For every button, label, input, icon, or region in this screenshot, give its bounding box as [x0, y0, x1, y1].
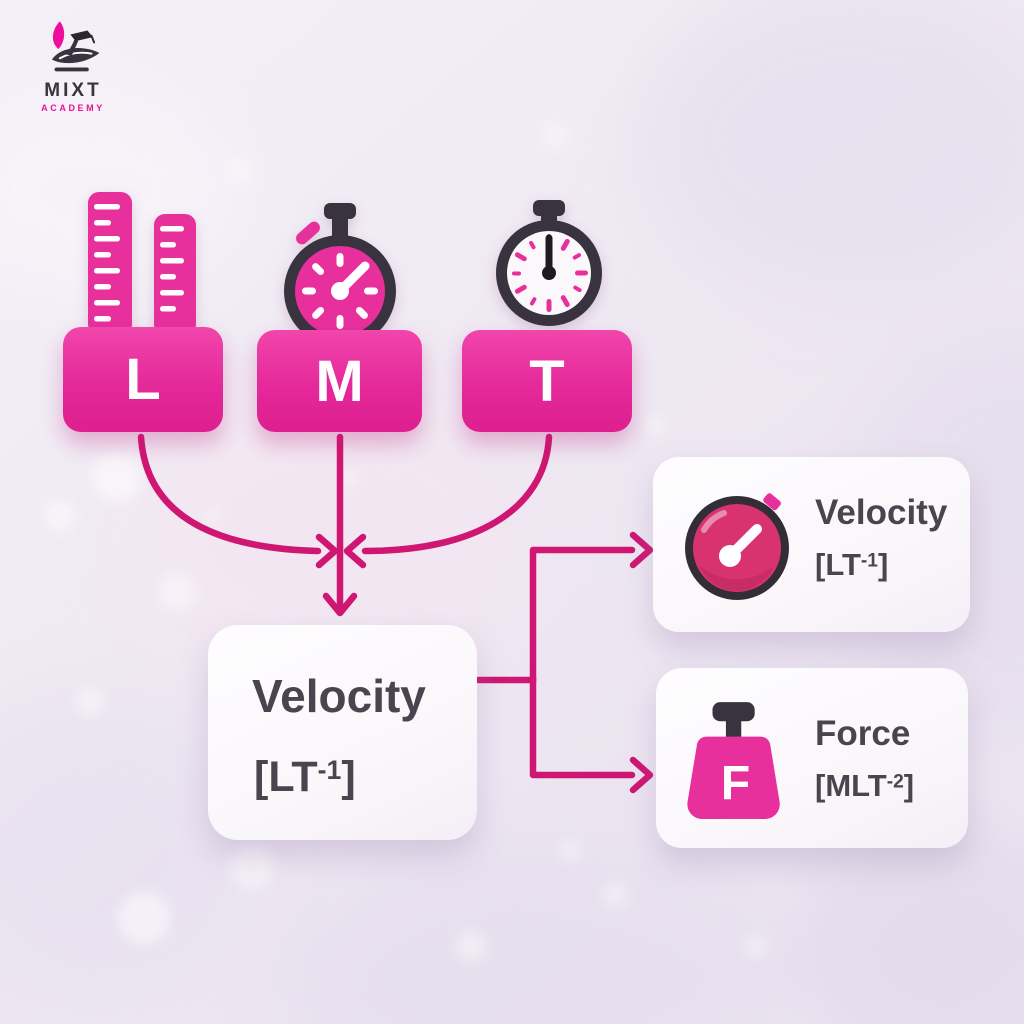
- logo-flame-shape: [52, 21, 65, 49]
- derived-quantity-dimension: [LT-1]: [254, 753, 356, 801]
- logo-pedestal: [54, 67, 89, 72]
- base-quantity-letter: T: [529, 348, 565, 414]
- base-quantity-box-mass: M: [257, 330, 422, 432]
- dimension-exponent: -1: [860, 550, 878, 572]
- graduation-bird-logo-icon: [51, 21, 100, 72]
- brand-subtitle: ACADEMY: [41, 103, 105, 113]
- logo-bird-body: [51, 48, 100, 64]
- brand-logo: MIXT ACADEMY: [28, 20, 118, 113]
- bokeh-dot: [76, 688, 104, 716]
- example-card-velocity: Velocity [LT-1]: [653, 457, 970, 632]
- branch-to-velocity-example: [529, 546, 636, 686]
- example-velocity-dimension: [LT-1]: [815, 547, 889, 582]
- brand-name: MIXT: [44, 80, 102, 101]
- base-quantity-letter: M: [315, 348, 364, 414]
- bokeh-dot: [540, 120, 572, 152]
- bokeh-dot: [226, 156, 254, 184]
- branch-to-force-example: [529, 674, 636, 779]
- bokeh-dot: [455, 930, 487, 962]
- background-blob: [640, 0, 1024, 300]
- bokeh-dot: [118, 892, 170, 944]
- bokeh-dot: [646, 416, 664, 434]
- stopwatch-icon: [284, 203, 396, 347]
- speedometer-icon: [685, 493, 789, 600]
- example-velocity-label: Velocity: [815, 493, 948, 532]
- arrow-from-length: [137, 433, 322, 555]
- bokeh-dot: [602, 882, 628, 908]
- example-card-force: F Force [MLT-2]: [656, 668, 968, 848]
- base-quantity-box-length: L: [63, 327, 223, 432]
- force-symbol-letter: F: [720, 757, 751, 810]
- example-force-label: Force: [815, 714, 911, 753]
- bokeh-dot: [744, 934, 768, 958]
- derived-quantity-label: Velocity: [252, 670, 426, 722]
- bokeh-dot: [158, 572, 198, 612]
- bokeh-dot: [206, 510, 220, 524]
- base-quantity-letter: L: [125, 347, 161, 412]
- derived-quantity-card: Velocity [LT-1]: [208, 625, 477, 840]
- weight-icon: [687, 702, 780, 820]
- bokeh-dot: [230, 845, 274, 889]
- arrow-from-time: [361, 433, 553, 555]
- bokeh-dot: [44, 500, 76, 532]
- clock-icon: [496, 200, 602, 326]
- dimension-exponent: -2: [886, 771, 904, 793]
- dimension-exponent: -1: [317, 755, 342, 786]
- bokeh-dot: [92, 452, 142, 502]
- logo-graduation-cap: [70, 30, 93, 42]
- base-quantity-box-time: T: [462, 330, 632, 432]
- example-force-dimension: [MLT-2]: [815, 768, 915, 803]
- rulers-icon: [88, 192, 196, 335]
- logo-bird-neck: [65, 39, 79, 56]
- bokeh-dot: [558, 838, 582, 862]
- bokeh-dot: [342, 470, 360, 488]
